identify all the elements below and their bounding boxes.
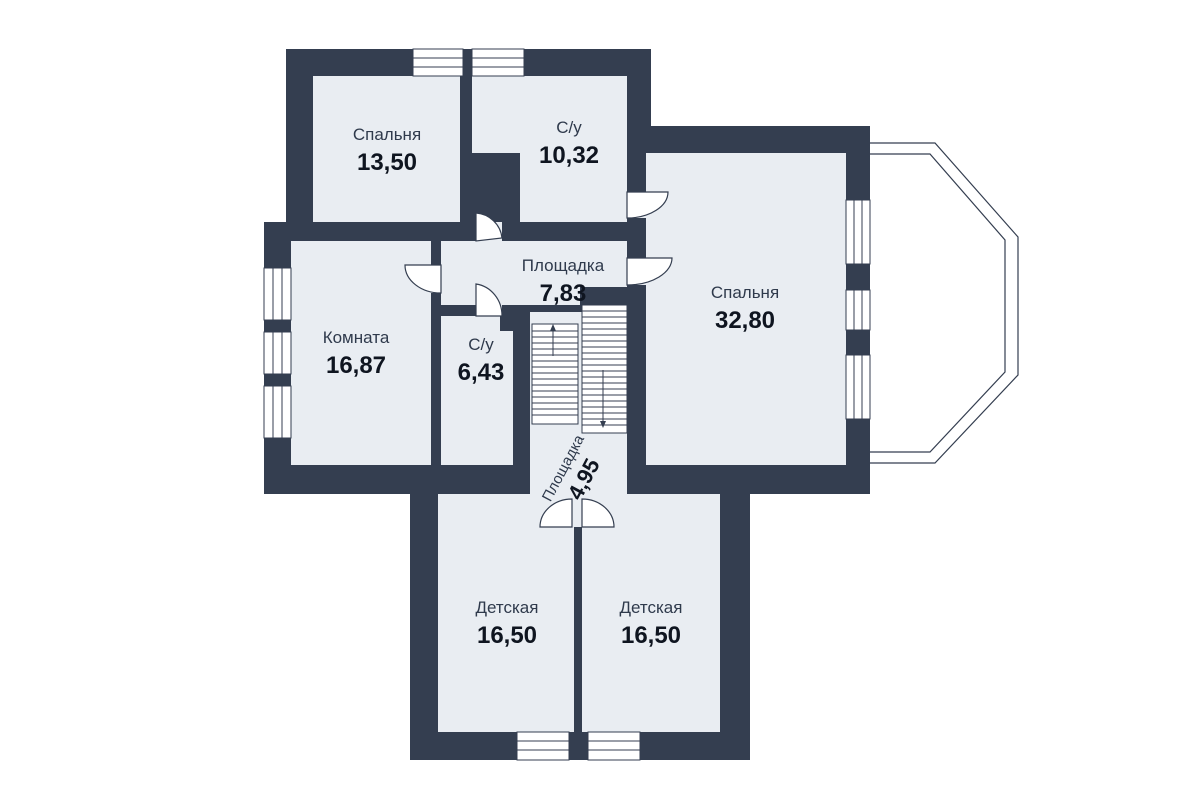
floor-kids-2 [582, 494, 720, 732]
window-right-middle [845, 289, 871, 331]
stairs-right-flight [581, 304, 628, 434]
window-left-bottom [263, 385, 292, 439]
room-name-landing-1: Площадка [522, 256, 605, 275]
stairs-left-flight [531, 323, 579, 425]
door-kids-1 [539, 494, 573, 528]
room-area-room: 16,87 [326, 352, 386, 379]
window-top-right [471, 48, 525, 77]
floor-room [291, 241, 431, 465]
window-left-top [263, 267, 292, 321]
room-area-landing-1: 7,83 [540, 280, 587, 307]
room-floors [291, 76, 846, 732]
room-name-bathroom-2: С/у [468, 335, 494, 354]
window-left-middle [263, 331, 292, 375]
room-area-bathroom-1: 10,32 [539, 142, 599, 169]
room-name-bedroom-1: Спальня [353, 125, 421, 144]
room-area-bathroom-2: 6,43 [458, 359, 505, 386]
room-area-bedroom-1: 13,50 [357, 149, 417, 176]
window-right-top [845, 199, 871, 265]
window-bottom-right [587, 731, 641, 761]
room-name-kids-1: Детская [476, 598, 539, 617]
door-bathroom-1 [626, 191, 669, 219]
door-room [404, 264, 442, 294]
doors [404, 191, 673, 528]
windows [263, 48, 871, 761]
room-name-bathroom-1: С/у [556, 118, 582, 137]
door-bathroom-2 [475, 283, 503, 317]
room-name-bedroom-2: Спальня [711, 283, 779, 302]
door-kids-2 [581, 494, 615, 528]
window-top-left [412, 48, 464, 77]
door-bedroom-1 [475, 212, 503, 242]
floor-kids-1 [438, 494, 574, 732]
floor-bedroom-1 [313, 76, 460, 222]
window-right-bottom [845, 354, 871, 420]
bay-window [867, 142, 1019, 464]
floor-bedroom-2 [646, 153, 846, 465]
floor-bathroom-1 [472, 76, 627, 222]
door-bedroom-2 [626, 257, 673, 286]
room-name-room: Комната [323, 328, 390, 347]
room-name-kids-2: Детская [620, 598, 683, 617]
window-bottom-left [516, 731, 570, 761]
room-area-kids-1: 16,50 [477, 622, 537, 649]
floor-bathroom-2 [441, 316, 513, 465]
room-area-kids-2: 16,50 [621, 622, 681, 649]
room-labels: Спальня 13,50 С/у 10,32 Спальня 32,80 Пл… [323, 118, 779, 649]
room-area-bedroom-2: 32,80 [715, 307, 775, 334]
stairs [531, 304, 628, 434]
